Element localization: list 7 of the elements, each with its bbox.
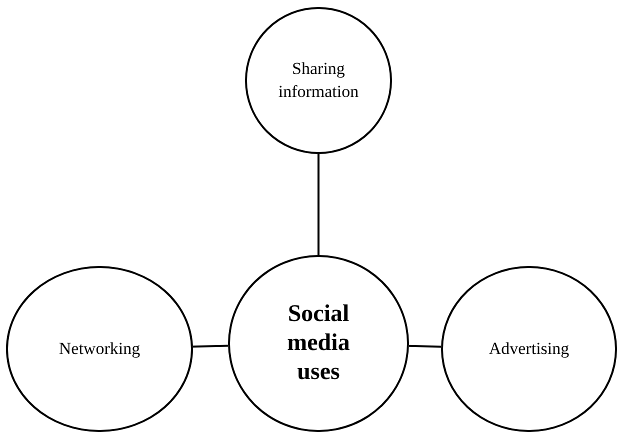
connector-line: [408, 344, 442, 348]
node-label: Advertising: [488, 338, 570, 360]
connector-line: [318, 154, 320, 255]
node-label: Networking: [58, 338, 140, 360]
node-label: Sharing information: [277, 58, 360, 102]
central-topic: Social media uses: [286, 300, 351, 387]
connector-line: [192, 344, 228, 348]
